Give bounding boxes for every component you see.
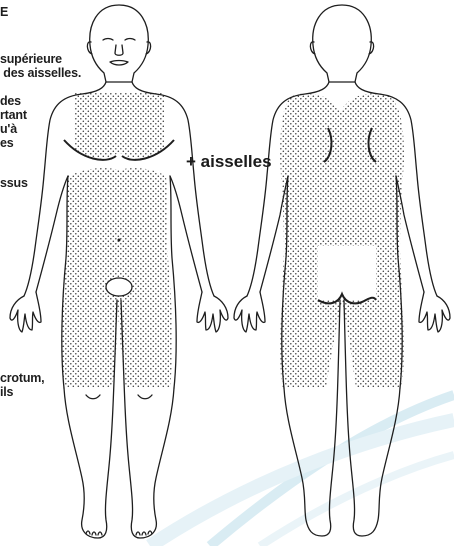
aisselles-label: + aisselles	[186, 152, 272, 172]
front-groin-oval	[106, 278, 132, 296]
front-shaded-area	[62, 92, 172, 388]
front-body-figure	[2, 0, 232, 546]
back-buttock-area	[318, 246, 376, 300]
left-caption-block-3: ssus	[0, 176, 28, 190]
navel	[118, 239, 121, 242]
left-caption-block-1: supérieure des aisselles.	[0, 52, 81, 80]
left-caption-e: E	[0, 5, 8, 19]
left-caption-block-4: crotum, ils	[0, 371, 44, 399]
back-shaded-area	[280, 93, 404, 388]
back-body-figure	[232, 0, 454, 546]
left-caption-block-2: des rtant u'à es	[0, 94, 27, 150]
